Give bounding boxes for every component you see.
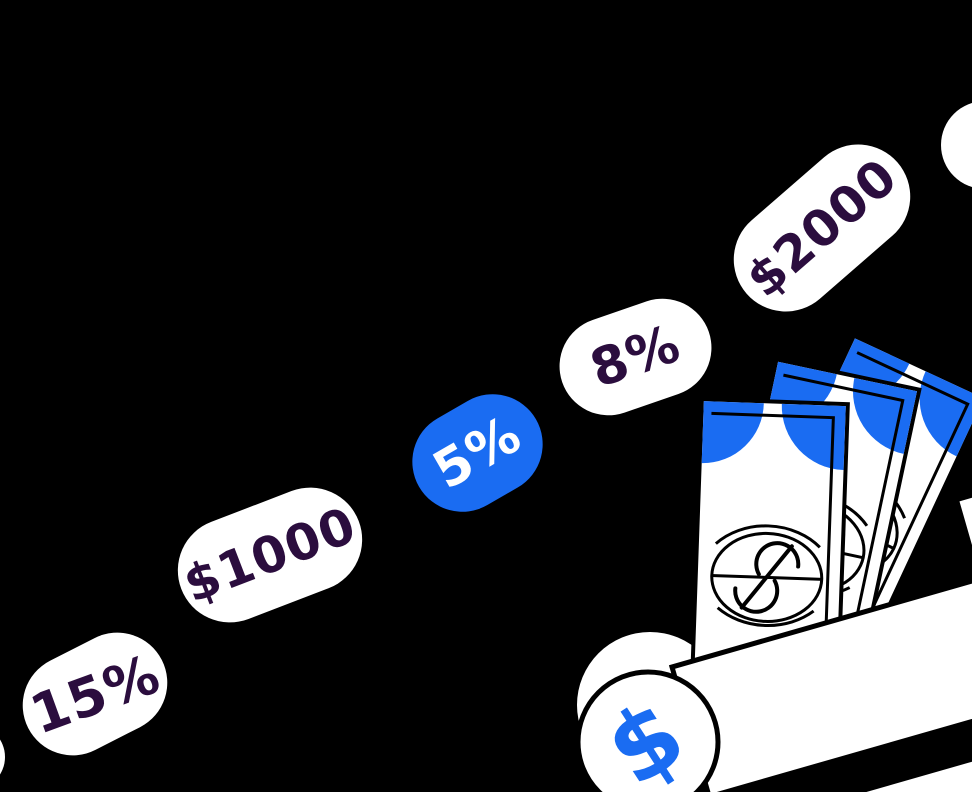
badge-1000-dollars: $1000 xyxy=(162,472,378,638)
badge-label: $2000 xyxy=(735,147,909,309)
badge-5-percent: 5% xyxy=(394,375,561,531)
badge-label: 15% xyxy=(22,641,168,747)
badge-2000-dollars: $2000 xyxy=(712,123,932,333)
coin-front xyxy=(575,669,721,792)
badge-label: 8% xyxy=(583,313,688,401)
badge-label: $1000 xyxy=(176,495,364,615)
badge-15-percent: 15% xyxy=(5,615,185,773)
money-illustration: $ xyxy=(575,333,972,792)
partial-badge-bottom-left xyxy=(0,724,5,790)
partial-badge-top-right xyxy=(941,101,972,189)
badge-label: 5% xyxy=(423,404,532,502)
